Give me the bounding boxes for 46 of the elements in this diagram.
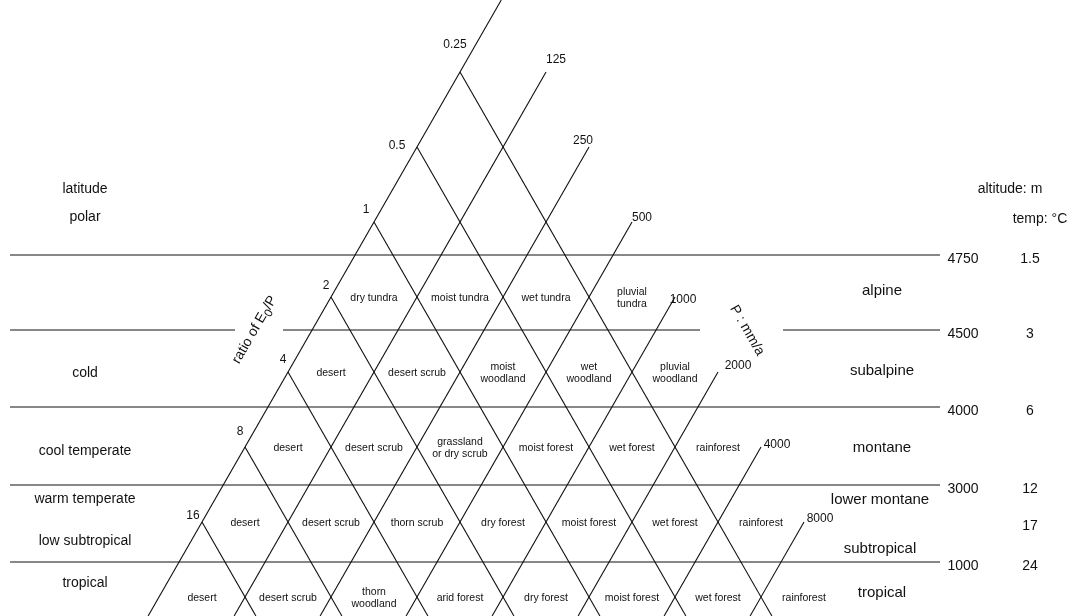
altitude-value: 4000 <box>947 401 979 419</box>
temperature-value: 3 <box>1026 324 1034 342</box>
belt-label: cool temperate <box>38 441 132 459</box>
scale-value: 8 <box>236 425 244 439</box>
belt-label: montane <box>852 438 912 456</box>
temperature-value: 24 <box>1022 556 1038 574</box>
temperature-value: 17 <box>1022 516 1038 534</box>
column-heading: latitude <box>62 179 108 197</box>
scale-value: 4000 <box>763 438 791 452</box>
scale-value: 0.25 <box>443 38 467 52</box>
temperature-value: 12 <box>1022 479 1038 497</box>
belt-label: polar <box>69 207 101 225</box>
altitude-value: 3000 <box>947 479 979 497</box>
belt-label: low subtropical <box>38 531 132 549</box>
belt-label: alpine <box>862 281 902 299</box>
belt-label: tropical <box>857 583 907 601</box>
belt-label: cold <box>72 363 98 381</box>
temperature-value: 1.5 <box>1020 249 1040 267</box>
zone-label: moist tundra <box>429 290 491 304</box>
scale-value: 250 <box>573 134 593 148</box>
scale-value: 8000 <box>806 512 834 526</box>
scale-value: 16 <box>186 509 200 523</box>
zone-label: desert scrub <box>386 365 448 379</box>
scale-value: 1 <box>362 203 370 217</box>
belt-label: subalpine <box>849 361 915 379</box>
belt-label: lower montane <box>830 490 930 508</box>
altitude-value: 4750 <box>947 249 979 267</box>
zone-label: desert scrub <box>300 515 362 529</box>
scale-value: 1000 <box>669 293 697 307</box>
scale-value: 125 <box>546 53 566 67</box>
scale-value: 2000 <box>724 359 752 373</box>
temperature-value: 6 <box>1026 401 1034 419</box>
belt-label: subtropical <box>843 539 917 557</box>
altitude-value: 1000 <box>947 556 979 574</box>
scale-value: 2 <box>322 279 330 293</box>
zone-label: desert scrub <box>343 440 405 454</box>
scale-value: 500 <box>632 211 652 225</box>
belt-label: warm temperate <box>34 489 136 507</box>
zone-label: grassland or dry scrub <box>429 434 491 460</box>
altitude-value: 4500 <box>947 324 979 342</box>
column-heading: altitude: m <box>977 179 1043 197</box>
column-heading: temp: °C <box>1012 209 1068 227</box>
zone-label: desert scrub <box>257 590 319 604</box>
scale-value: 4 <box>279 353 287 367</box>
belt-label: tropical <box>62 573 108 591</box>
scale-value: 0.5 <box>388 139 406 153</box>
